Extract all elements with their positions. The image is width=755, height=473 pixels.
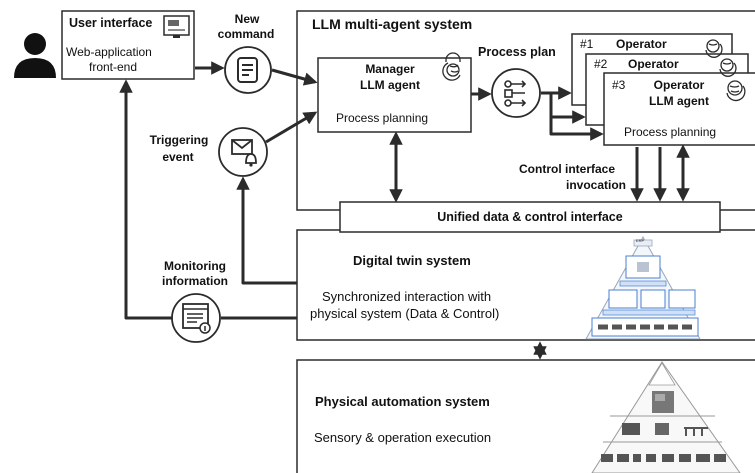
operator-2-title: Operator bbox=[628, 57, 679, 71]
operator-2-num: #2 bbox=[594, 57, 608, 71]
flow-icon bbox=[491, 68, 541, 118]
user-interface-desc-1: Web-application bbox=[66, 45, 152, 59]
triggering-event-line2: event bbox=[162, 150, 194, 164]
brain-icon bbox=[719, 58, 737, 77]
operator-3-desc: Process planning bbox=[624, 125, 717, 139]
monitor-to-ui-line bbox=[119, 79, 172, 320]
process-plan-label: Process plan bbox=[478, 45, 556, 59]
llm-system-title: LLM multi-agent system bbox=[312, 16, 473, 32]
brain-icon bbox=[442, 52, 461, 81]
brain-icon bbox=[726, 80, 746, 102]
document-icon bbox=[224, 46, 272, 94]
unified-interface-box bbox=[339, 201, 721, 233]
monitoring-line1: Monitoring bbox=[164, 259, 226, 273]
pyramid-top-label: ERP bbox=[636, 238, 645, 243]
operator-3-title-2: LLM agent bbox=[649, 94, 709, 108]
mail-bell-icon bbox=[218, 127, 268, 177]
user-interface-desc-2: front-end bbox=[89, 60, 138, 74]
connectors bbox=[119, 61, 690, 360]
monitoring-line2: information bbox=[162, 274, 228, 288]
control-interface-line2: invocation bbox=[566, 178, 627, 192]
twin-to-event-line bbox=[236, 176, 297, 285]
physical-desc: Sensory & operation execution bbox=[314, 430, 492, 445]
person-icon bbox=[14, 33, 56, 78]
digital-twin-desc-2: physical system (Data & Control) bbox=[310, 306, 500, 321]
operator-1-num: #1 bbox=[580, 37, 594, 51]
monitor-info-icon bbox=[171, 293, 221, 343]
user-interface-title: User interface bbox=[69, 16, 153, 30]
operator-3-title-1: Operator bbox=[653, 78, 705, 92]
operator-3-num: #3 bbox=[612, 78, 626, 92]
triggering-event-line1: Triggering bbox=[149, 133, 209, 147]
manager-desc: Process planning bbox=[336, 111, 429, 125]
manager-title-1: Manager bbox=[365, 62, 415, 76]
unified-interface-label: Unified data & control interface bbox=[437, 210, 623, 224]
plan-to-op3-line bbox=[549, 117, 604, 141]
physical-pyramid bbox=[591, 361, 741, 473]
new-command-line1: New bbox=[234, 12, 260, 26]
physical-title: Physical automation system bbox=[315, 394, 490, 409]
control-interface-line1: Control interface bbox=[519, 162, 616, 176]
operator-1-title: Operator bbox=[616, 37, 667, 51]
manager-box bbox=[317, 57, 472, 133]
new-command-line2: command bbox=[217, 27, 275, 41]
monitor-icon bbox=[163, 15, 190, 38]
digital-twin-title: Digital twin system bbox=[353, 253, 471, 268]
manager-title-2: LLM agent bbox=[360, 78, 420, 92]
digital-twin-pyramid bbox=[585, 235, 701, 340]
command-to-manager-arrow bbox=[271, 68, 318, 86]
brain-icon bbox=[705, 39, 723, 58]
event-to-manager-arrow bbox=[265, 111, 318, 144]
digital-twin-desc-1: Synchronized interaction with bbox=[322, 289, 492, 304]
